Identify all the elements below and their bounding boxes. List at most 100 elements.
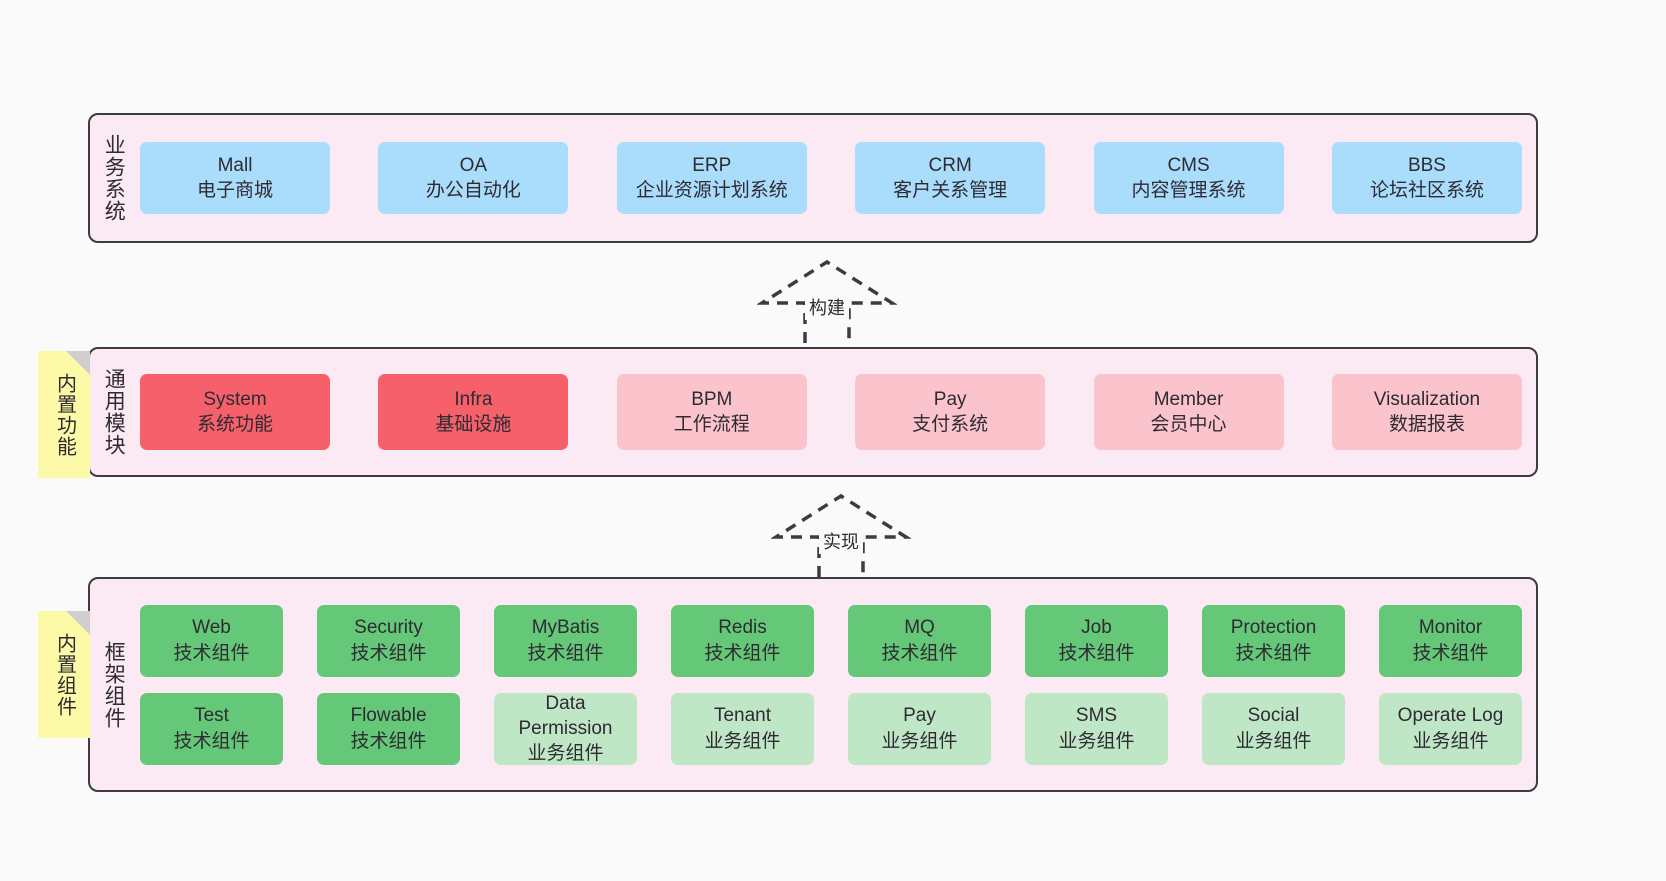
card-job[interactable]: Job 技术组件: [1025, 604, 1168, 677]
card-title: Tenant: [713, 705, 772, 727]
card-subtitle: 技术组件: [173, 642, 250, 664]
card-subtitle: 业务组件: [1058, 730, 1135, 752]
card-subtitle: 技术组件: [1058, 642, 1135, 664]
card-title: Pay: [933, 388, 967, 410]
card-row: Test 技术组件 Flowable 技术组件 Data Permission …: [140, 692, 1522, 765]
card-title: Mall: [217, 154, 253, 176]
card-row: System 系统功能 Infra 基础设施 BPM 工作流程 Pay 支付系统…: [140, 374, 1522, 450]
card-member[interactable]: Member 会员中心: [1093, 374, 1284, 450]
card-tenant[interactable]: Tenant 业务组件: [671, 692, 814, 765]
card-title: Flowable: [350, 705, 427, 727]
card-title: SMS: [1075, 705, 1118, 727]
card-flowable[interactable]: Flowable 技术组件: [317, 692, 460, 765]
layer-title-framework-components: 框架组件: [102, 640, 126, 729]
layer-common-modules: 通用模块 System 系统功能 Infra 基础设施 BPM 工作流程 Pay…: [88, 347, 1538, 477]
card-web[interactable]: Web 技术组件: [140, 604, 283, 677]
card-pay-business[interactable]: Pay 业务组件: [848, 692, 991, 765]
card-subtitle: 办公自动化: [425, 180, 521, 201]
card-title: Monitor: [1418, 617, 1483, 639]
card-mq[interactable]: MQ 技术组件: [848, 604, 991, 677]
card-title: Data Permission: [518, 692, 613, 739]
card-subtitle: 业务组件: [704, 730, 781, 752]
connector-implement-label: 实现: [819, 528, 863, 554]
card-subtitle: 数据报表: [1388, 414, 1465, 435]
card-title: Visualization: [1373, 388, 1481, 410]
card-subtitle: 技术组件: [704, 642, 781, 664]
card-title: Test: [194, 705, 229, 727]
connector-implement: 实现: [771, 492, 911, 582]
connector-build-label: 构建: [805, 294, 849, 320]
card-subtitle: 支付系统: [912, 414, 989, 435]
card-cms[interactable]: CMS 内容管理系统: [1093, 142, 1284, 214]
card-title: System: [203, 388, 267, 410]
card-subtitle: 基础设施: [435, 414, 512, 435]
card-erp[interactable]: ERP 企业资源计划系统: [616, 142, 807, 214]
sticky-note-builtin-features: 内置功能: [38, 351, 90, 478]
card-subtitle: 客户关系管理: [893, 180, 1008, 201]
card-subtitle: 技术组件: [1235, 642, 1312, 664]
card-row: Mall 电子商城 OA 办公自动化 ERP 企业资源计划系统 CRM 客户关系…: [140, 142, 1522, 214]
card-test[interactable]: Test 技术组件: [140, 692, 283, 765]
card-title: CRM: [928, 154, 972, 176]
card-subtitle: 企业资源计划系统: [635, 180, 788, 201]
sticky-note-builtin-components: 内置组件: [38, 611, 90, 738]
card-subtitle: 业务组件: [1412, 730, 1489, 752]
card-title: ERP: [692, 154, 732, 176]
card-pay[interactable]: Pay 支付系统: [855, 374, 1046, 450]
card-subtitle: 系统功能: [196, 414, 273, 435]
card-security[interactable]: Security 技术组件: [317, 604, 460, 677]
layer-business-systems: 业务系统 Mall 电子商城 OA 办公自动化 ERP 企业资源计划系统 CRM…: [88, 113, 1538, 243]
card-crm[interactable]: CRM 客户关系管理: [855, 142, 1046, 214]
card-oa[interactable]: OA 办公自动化: [378, 142, 569, 214]
card-subtitle: 业务组件: [881, 730, 958, 752]
card-subtitle: 论坛社区系统: [1369, 180, 1484, 201]
card-visualization[interactable]: Visualization 数据报表: [1331, 374, 1522, 450]
layer-framework-components: 框架组件 Web 技术组件 Security 技术组件 MyBatis 技术组件…: [88, 577, 1538, 792]
layer-body-framework-components: Web 技术组件 Security 技术组件 MyBatis 技术组件 Redi…: [136, 579, 1536, 790]
card-monitor[interactable]: Monitor 技术组件: [1379, 604, 1522, 677]
card-sms[interactable]: SMS 业务组件: [1025, 692, 1168, 765]
card-title: BBS: [1407, 154, 1446, 176]
card-subtitle: 业务组件: [1235, 730, 1312, 752]
card-mybatis[interactable]: MyBatis 技术组件: [494, 604, 637, 677]
card-data-permission[interactable]: Data Permission 业务组件: [494, 692, 637, 765]
fold-corner-icon: [66, 611, 90, 635]
card-title: Infra: [454, 388, 493, 410]
card-subtitle: 会员中心: [1150, 414, 1227, 435]
card-infra[interactable]: Infra 基础设施: [378, 374, 569, 450]
card-mall[interactable]: Mall 电子商城: [140, 142, 330, 214]
card-system[interactable]: System 系统功能: [140, 374, 330, 450]
card-title: BPM: [691, 388, 733, 410]
card-subtitle: 技术组件: [350, 730, 427, 752]
card-subtitle: 技术组件: [527, 642, 604, 664]
sticky-note-label: 内置功能: [53, 372, 76, 457]
card-title: Social: [1247, 705, 1300, 727]
card-title: OA: [459, 154, 488, 176]
card-title: MyBatis: [531, 617, 600, 639]
layer-body-common-modules: System 系统功能 Infra 基础设施 BPM 工作流程 Pay 支付系统…: [136, 349, 1536, 475]
card-title: Job: [1081, 617, 1112, 639]
card-subtitle: 技术组件: [881, 642, 958, 664]
card-title: Operate Log: [1397, 705, 1504, 727]
card-protection[interactable]: Protection 技术组件: [1202, 604, 1345, 677]
card-title: Web: [192, 617, 231, 639]
card-operate-log[interactable]: Operate Log 业务组件: [1379, 692, 1522, 765]
fold-corner-icon: [66, 351, 90, 375]
layer-title-business-systems: 业务系统: [102, 134, 126, 222]
card-subtitle: 工作流程: [673, 414, 750, 435]
layer-title-common-modules: 通用模块: [102, 368, 126, 456]
connector-build: 构建: [757, 258, 897, 348]
sticky-note-label: 内置组件: [53, 632, 76, 717]
card-redis[interactable]: Redis 技术组件: [671, 604, 814, 677]
card-subtitle: 技术组件: [350, 642, 427, 664]
card-social[interactable]: Social 业务组件: [1202, 692, 1345, 765]
card-bbs[interactable]: BBS 论坛社区系统: [1331, 142, 1522, 214]
card-bpm[interactable]: BPM 工作流程: [616, 374, 807, 450]
card-title: CMS: [1167, 154, 1210, 176]
card-row: Web 技术组件 Security 技术组件 MyBatis 技术组件 Redi…: [140, 604, 1522, 677]
card-subtitle: 业务组件: [527, 743, 604, 765]
card-subtitle: 技术组件: [173, 730, 250, 752]
layer-body-business-systems: Mall 电子商城 OA 办公自动化 ERP 企业资源计划系统 CRM 客户关系…: [136, 115, 1536, 241]
card-title: Redis: [718, 617, 767, 639]
